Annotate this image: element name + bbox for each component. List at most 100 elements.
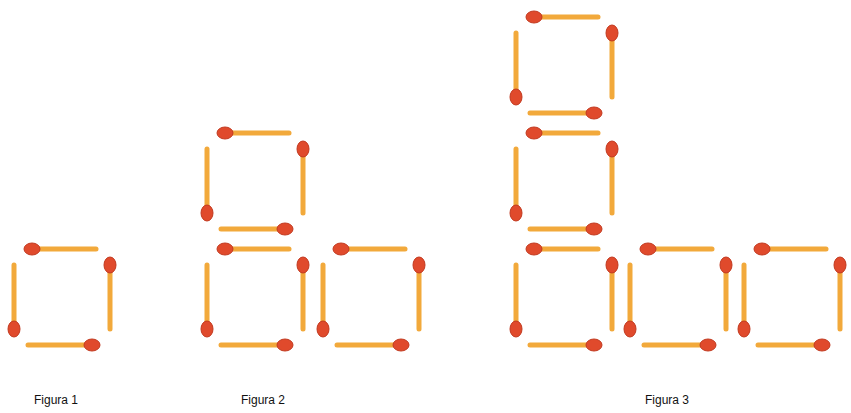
match-stick (762, 247, 826, 252)
matchstick (640, 243, 712, 255)
match-head (333, 243, 349, 255)
matchstick (8, 265, 20, 337)
match-stick (417, 265, 422, 329)
match-stick (337, 343, 401, 348)
match-head (754, 243, 770, 255)
match-stick (530, 343, 594, 348)
match-head (624, 321, 636, 337)
match-stick (514, 33, 519, 97)
match-head (24, 243, 40, 255)
matchstick (104, 257, 116, 329)
match-head (640, 243, 656, 255)
matchstick (606, 257, 618, 329)
match-head (277, 339, 293, 351)
matchstick (28, 339, 100, 351)
matchstick (297, 141, 309, 213)
matchstick (221, 339, 293, 351)
matchstick (337, 339, 409, 351)
match-head (586, 107, 602, 119)
figure-label: Figura 2 (241, 393, 285, 407)
match-stick (32, 247, 96, 252)
matchstick (201, 149, 213, 221)
match-stick (648, 247, 712, 252)
matchstick (510, 149, 522, 221)
match-head (510, 321, 522, 337)
match-head (8, 321, 20, 337)
match-head (526, 11, 542, 23)
match-head (606, 25, 618, 41)
match-head (217, 127, 233, 139)
match-stick (221, 227, 285, 232)
match-head (606, 141, 618, 157)
match-stick (321, 265, 326, 329)
matchstick (738, 265, 750, 337)
match-stick (610, 33, 615, 97)
matchstick (510, 33, 522, 105)
match-stick (205, 265, 210, 329)
matchstick (606, 25, 618, 97)
match-head (738, 321, 750, 337)
match-stick (12, 265, 17, 329)
matchstick (834, 257, 846, 329)
match-head (720, 257, 732, 273)
match-stick (205, 149, 210, 213)
matchstick (606, 141, 618, 213)
match-stick (530, 227, 594, 232)
matchstick (758, 339, 830, 351)
match-head (606, 257, 618, 273)
match-stick (28, 343, 92, 348)
match-head (104, 257, 116, 273)
match-stick (530, 111, 594, 116)
match-head (217, 243, 233, 255)
match-stick (758, 343, 822, 348)
matchstick (333, 243, 405, 255)
matchstick (530, 339, 602, 351)
matchstick (720, 257, 732, 329)
matchstick (217, 243, 289, 255)
matchstick (530, 107, 602, 119)
match-stick (225, 247, 289, 252)
match-head (586, 339, 602, 351)
match-stick (221, 343, 285, 348)
figure-label: Figura 3 (645, 393, 689, 407)
match-stick (742, 265, 747, 329)
match-stick (534, 247, 598, 252)
match-stick (301, 265, 306, 329)
match-stick (610, 149, 615, 213)
matchstick (530, 223, 602, 235)
match-stick (610, 265, 615, 329)
match-stick (534, 15, 598, 20)
matchstick (217, 127, 289, 139)
matchstick (526, 243, 598, 255)
matchstick (201, 265, 213, 337)
matchstick (317, 265, 329, 337)
match-stick (225, 131, 289, 136)
match-head (834, 257, 846, 273)
match-head (510, 89, 522, 105)
match-stick (628, 265, 633, 329)
match-head (393, 339, 409, 351)
matchstick (754, 243, 826, 255)
match-stick (838, 265, 843, 329)
match-head (297, 257, 309, 273)
match-stick (644, 343, 708, 348)
match-stick (514, 265, 519, 329)
matchstick (624, 265, 636, 337)
match-head (510, 205, 522, 221)
match-head (526, 243, 542, 255)
match-stick (514, 149, 519, 213)
matchstick (644, 339, 716, 351)
match-head (413, 257, 425, 273)
matchstick (413, 257, 425, 329)
figure-label: Figura 1 (34, 393, 78, 407)
match-head (277, 223, 293, 235)
match-head (201, 205, 213, 221)
match-stick (341, 247, 405, 252)
match-head (526, 127, 542, 139)
matchstick (297, 257, 309, 329)
matchstick (510, 265, 522, 337)
matchstick (526, 11, 598, 23)
match-stick (301, 149, 306, 213)
